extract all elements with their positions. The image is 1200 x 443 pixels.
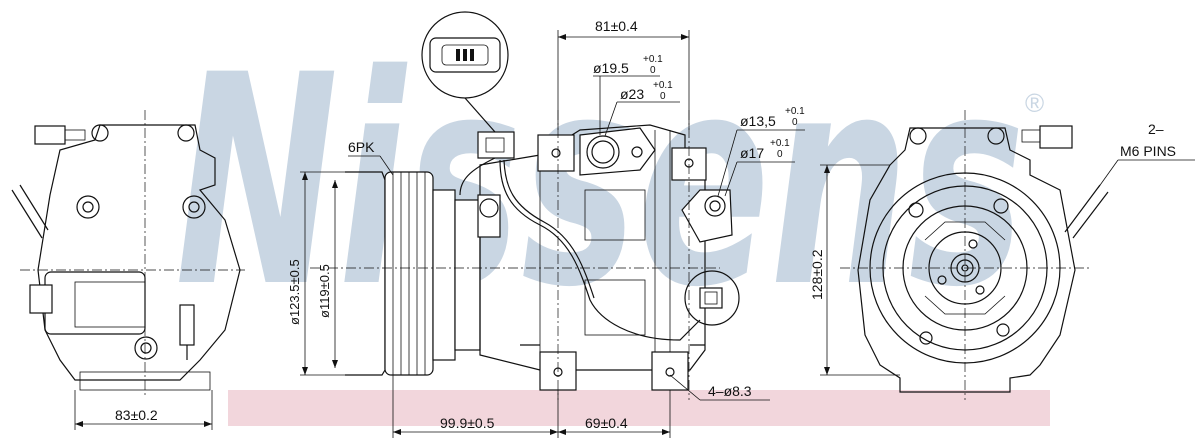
dim-d135-tol: +0.1 (785, 106, 805, 117)
watermark-brand: Nissens (175, 14, 1025, 351)
holes-label: 4–ø8.3 (708, 383, 752, 399)
dim-d23-tol2: 0 (660, 91, 666, 102)
dim-left-width: 83±0.2 (115, 407, 158, 423)
dim-d195: ø19.5 (593, 60, 629, 76)
watermark-band (228, 390, 1050, 426)
dim-d195-tol2: 0 (650, 65, 656, 76)
belt-label: 6PK (348, 139, 375, 155)
dim-d23: ø23 (620, 86, 644, 102)
pins-count: 2– (1148, 121, 1164, 137)
dim-length2: 69±0.4 (585, 415, 628, 431)
dim-d195-tol: +0.1 (643, 54, 663, 65)
pins-size: M6 PINS (1120, 143, 1176, 159)
dim-pulley-outer: ø123.5±0.5 (287, 259, 302, 325)
dim-d135: ø13,5 (740, 113, 776, 129)
side-view: 6PK ø123.5±0.5 ø119±0.5 81±0.4 ø19.5 +0.… (287, 11, 805, 438)
dim-d17-tol2: 0 (777, 149, 783, 160)
dim-pulley-inner: ø119±0.5 (317, 264, 332, 318)
front-view: 128±0.2 2– M6 PINS (809, 110, 1195, 400)
watermark-registered: ® (1025, 88, 1044, 118)
dim-length1: 99.9±0.5 (440, 415, 495, 431)
dim-d135-tol2: 0 (792, 117, 798, 128)
dim-d23-tol: +0.1 (653, 80, 673, 91)
dim-d17: ø17 (740, 145, 764, 161)
dim-top-width: 81±0.4 (595, 18, 638, 34)
left-view: 83±0.2 (11, 110, 245, 430)
dim-d17-tol: +0.1 (770, 138, 790, 149)
dim-height: 128±0.2 (809, 249, 825, 300)
